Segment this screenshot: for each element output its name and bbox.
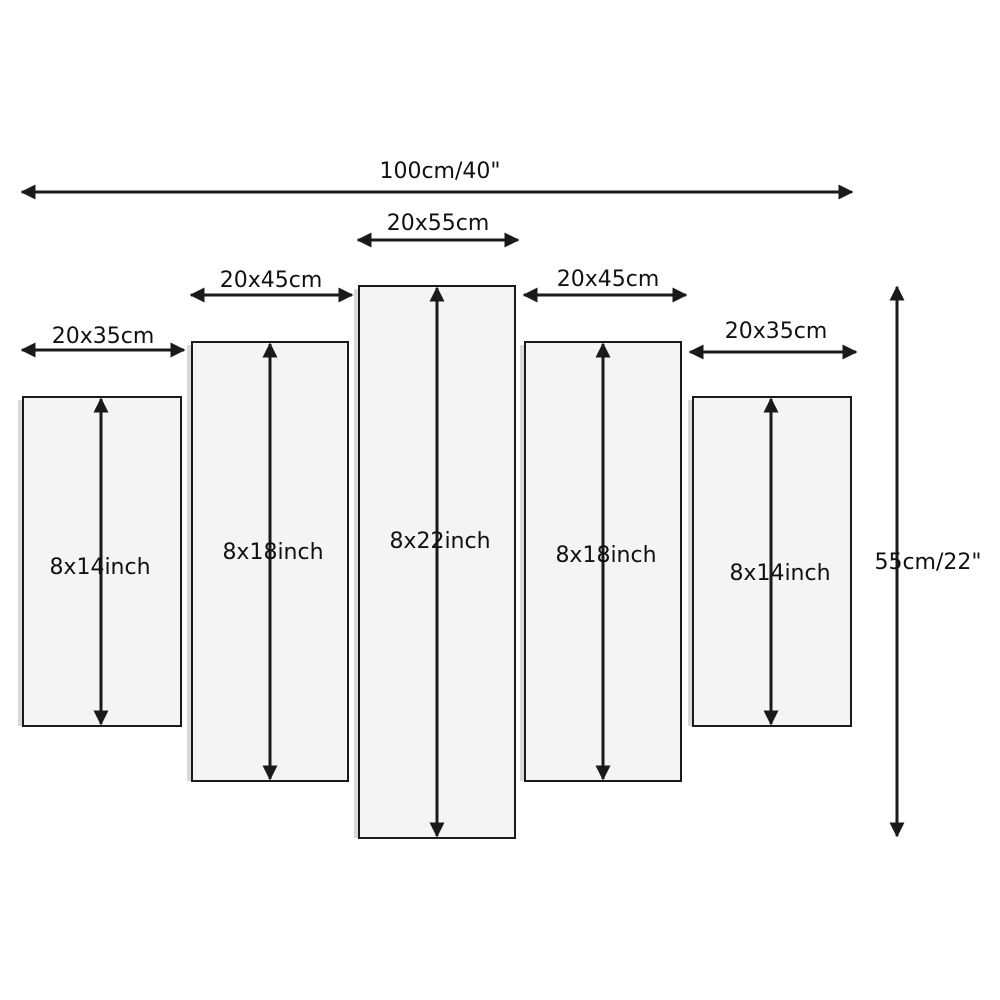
overall-width-label: 100cm/40" [379, 159, 500, 184]
panel-3-inch-label: 8x22inch [389, 529, 490, 554]
overall-height-label: 55cm/22" [874, 550, 981, 575]
panel-1-cm-label: 20x35cm [52, 324, 155, 349]
panel-4-cm-label: 20x45cm [557, 267, 660, 292]
panel-3: 8x22inch [354, 285, 516, 839]
panel-1: 8x14inch [18, 396, 182, 727]
panel-2-inch-label: 8x18inch [222, 540, 323, 565]
panel-2: 8x18inch [187, 341, 349, 782]
panel-5-inch-label: 8x14inch [729, 561, 830, 586]
panel-5-cm-label: 20x35cm [725, 319, 828, 344]
panel-1-inch-label: 8x14inch [49, 555, 150, 580]
panel-3-cm-label: 20x55cm [387, 211, 490, 236]
panel-2-cm-label: 20x45cm [220, 268, 323, 293]
panel-4-inch-label: 8x18inch [555, 543, 656, 568]
panel-5: 8x14inch [688, 396, 852, 727]
panel-4: 8x18inch [520, 341, 682, 782]
